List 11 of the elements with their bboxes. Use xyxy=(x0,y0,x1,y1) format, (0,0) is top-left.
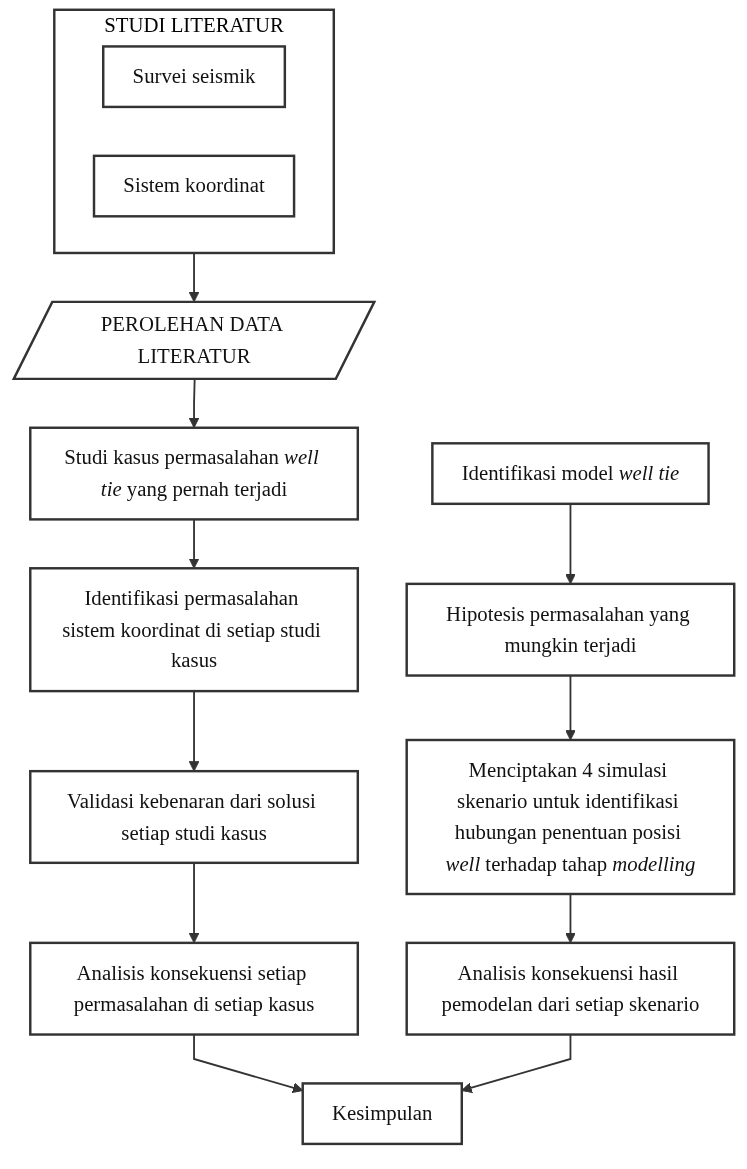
node-box: Hipotesis permasalahan yang mungkin terjadi xyxy=(404,582,735,677)
node-box: Studi kasus permasalahan well tie yang pernah terjadi xyxy=(28,426,359,521)
node-box: Identifikasi model well tie xyxy=(430,442,710,506)
node-box: Kesimpulan xyxy=(301,1082,463,1146)
node-box: Validasi kebenaran dari solusi setiap studi kasus xyxy=(28,769,359,865)
node-box: Survei seismik xyxy=(101,45,286,109)
node-box: Sistem koordinat xyxy=(92,154,295,218)
node-box: Analisis konsekuensi setiap permasalahan di setiap kasus xyxy=(28,941,359,1036)
node-box: Identifikasi permasalahan sistem koordinat di setiap studi kasus xyxy=(28,567,359,693)
node-box: Analisis konsekuensi hasil pemodelan dari setiap skenario xyxy=(404,941,735,1036)
node-box: Menciptakan 4 simulasi skenario untuk identifikasi hubungan penentuan posisi well terhadap tahap modelling xyxy=(404,738,735,896)
